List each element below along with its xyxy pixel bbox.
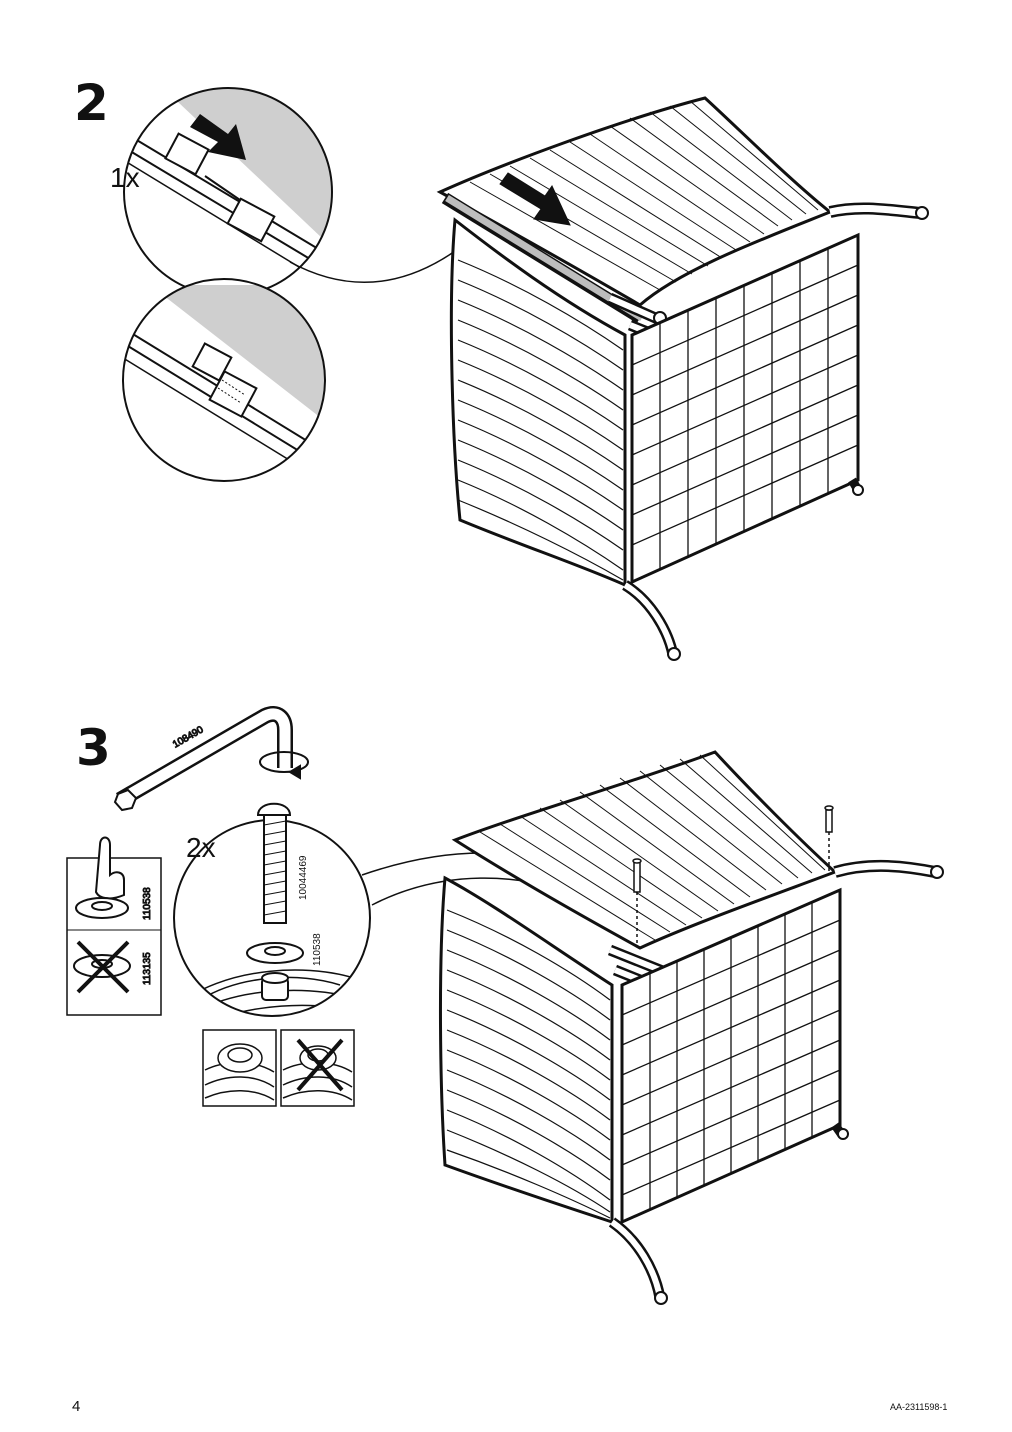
callout-line [289,239,471,283]
rotate-arrow-icon [259,751,309,780]
step-2-number: 2 [74,74,109,132]
correct-washer-part-number: 110538 [142,887,153,920]
detail-circle-clip-slide [123,87,333,297]
step-3-number: 3 [76,719,111,777]
step-3-quantity: 2x [186,832,216,863]
correct-washer-icon [75,897,129,919]
push-arrow-icon [190,114,246,160]
washer-part-number: 110538 [312,933,323,966]
wrong-washer-part-number: 113135 [142,952,153,985]
cross-icon [296,1038,344,1092]
screw-part-number: 10044469 [298,855,309,900]
step-3-illustration: 108490 110538 113135 [66,706,944,1305]
push-arrow-icon [499,172,571,226]
incorrect-mount-box [280,1029,355,1107]
page-number: 4 [72,1398,81,1415]
step-2-illustration [122,87,929,661]
detail-circle-screw: 10044469 110538 [173,802,371,1017]
cross-icon [76,940,130,994]
detail-circle-clip-locked [122,278,326,482]
correct-mount-box [202,1029,277,1107]
document-code: AA-2311598-1 [890,1402,948,1412]
washer-icon [246,942,304,1001]
chair-illustration-step-2 [436,96,929,661]
washer-legend-box: 110538 113135 [66,836,162,1016]
screw-icon [256,802,292,924]
chair-illustration-step-3 [438,750,944,1305]
